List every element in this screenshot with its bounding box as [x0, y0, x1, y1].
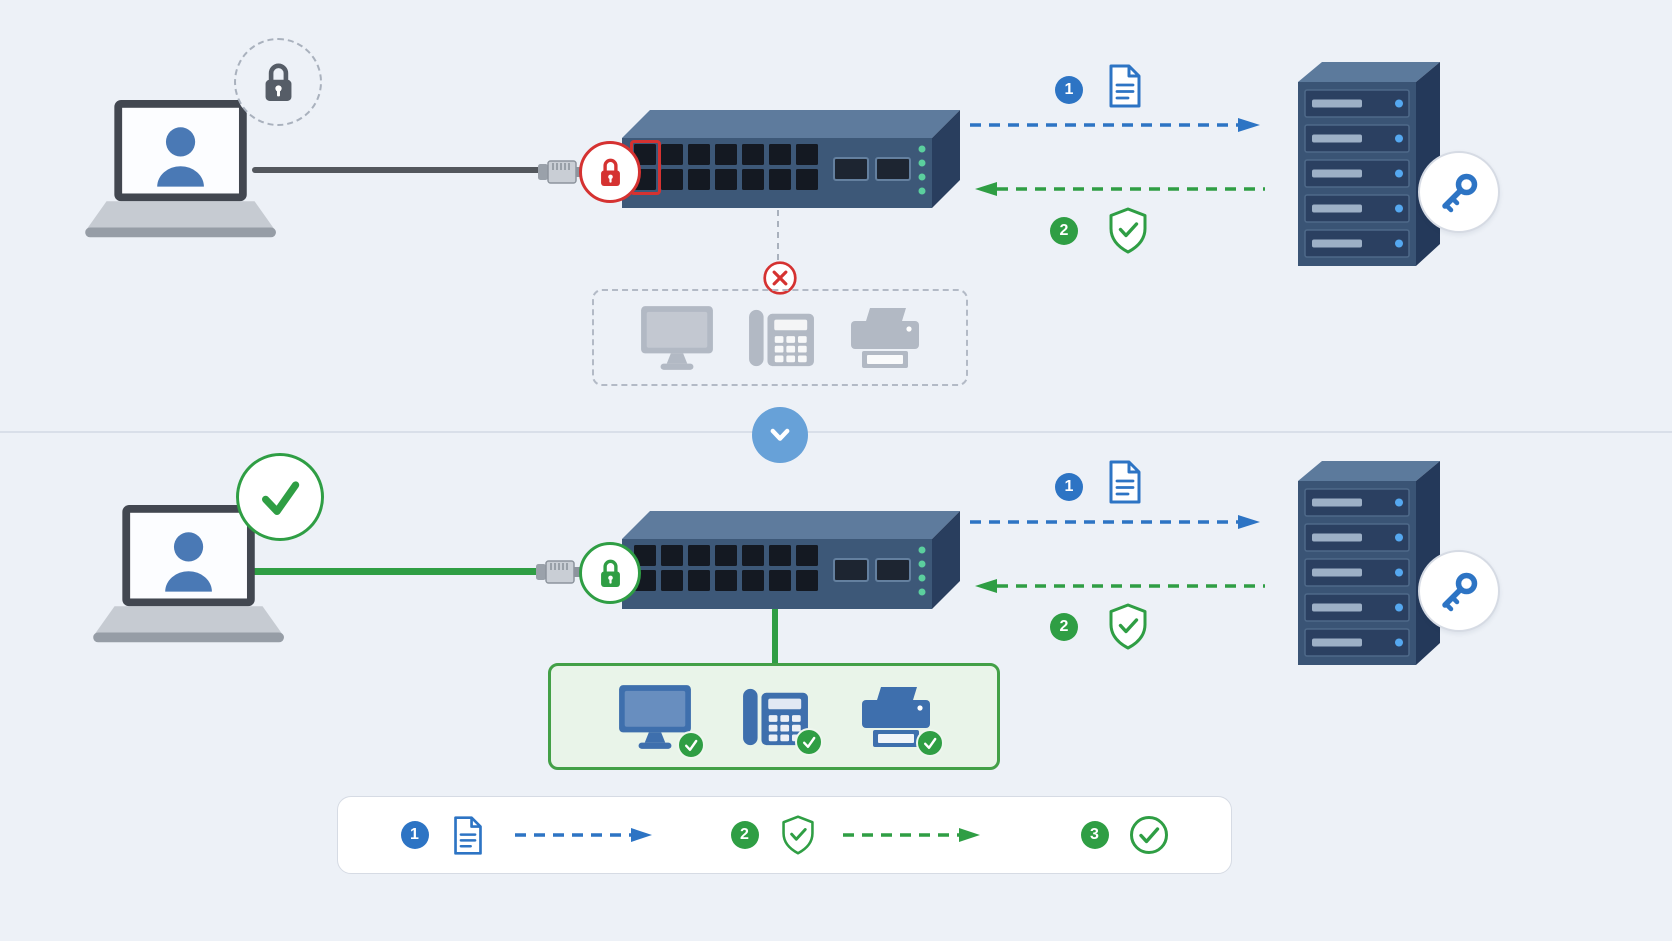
- allowed-ip-phone: [740, 686, 823, 756]
- check-icon: [801, 734, 817, 750]
- legend-step-2-badge: 2: [730, 821, 759, 849]
- device-check-badge: [795, 727, 823, 756]
- key-icon: [1435, 567, 1483, 615]
- credentials-document-icon: [1106, 63, 1144, 109]
- auth-response-arrow: [975, 182, 1265, 196]
- unauthenticated-lock-badge: [234, 38, 322, 126]
- legend-step-1-badge: 1: [400, 821, 429, 849]
- printer-icon: [848, 306, 922, 370]
- network-switch: [622, 108, 962, 208]
- port-unlocked-badge: [579, 542, 641, 604]
- shield-check-icon: [1108, 207, 1148, 254]
- ip-phone-icon: [746, 307, 818, 369]
- check-icon: [683, 737, 699, 753]
- authentication-server: [1290, 60, 1442, 266]
- allowed-printer: [859, 685, 944, 757]
- allowed-monitor: [616, 683, 705, 759]
- rj45-connector-icon: [536, 559, 582, 585]
- rj45-connector-icon: [538, 159, 584, 185]
- server-credentials-badge: [1418, 550, 1500, 632]
- lock-icon: [597, 157, 624, 188]
- credentials-document-icon: [1106, 459, 1144, 505]
- chevron-down-icon: [764, 419, 796, 451]
- scene-divider: [0, 431, 1672, 433]
- auth-request-arrow: [970, 515, 1260, 529]
- ethernet-cable-authenticated: [252, 568, 544, 575]
- step-1-badge: 1: [1055, 473, 1083, 501]
- lock-icon: [260, 61, 297, 104]
- switch-icon: [622, 108, 962, 208]
- client-laptop: [85, 100, 280, 248]
- port-locked-badge: [579, 141, 641, 203]
- monitor-icon: [638, 304, 716, 372]
- server-credentials-badge: [1418, 151, 1500, 233]
- auth-request-arrow: [970, 118, 1260, 132]
- allowed-devices-group: [548, 663, 1000, 770]
- step-2-badge: 2: [1050, 217, 1078, 245]
- lock-icon: [597, 558, 624, 589]
- shield-check-icon: [781, 815, 815, 855]
- check-icon: [256, 473, 304, 521]
- server-icon: [1290, 459, 1442, 665]
- server-icon: [1290, 60, 1442, 266]
- step-1-badge: 1: [1055, 76, 1083, 104]
- blocked-connection-line: [777, 210, 779, 260]
- key-icon: [1435, 168, 1483, 216]
- laptop-user-icon: [85, 100, 280, 248]
- authenticated-check-badge: [236, 453, 324, 541]
- network-switch: [622, 509, 962, 609]
- check-icon: [922, 735, 938, 751]
- device-check-badge: [676, 730, 705, 759]
- transition-chevron-badge: [752, 407, 808, 463]
- ethernet-cable-unauthenticated: [252, 167, 544, 173]
- step-2-badge: 2: [1050, 613, 1078, 641]
- legend-request-arrow: [514, 828, 652, 842]
- shield-check-icon: [1108, 603, 1148, 650]
- document-icon: [451, 815, 485, 856]
- allowed-connection-line: [772, 609, 778, 665]
- switch-icon: [622, 509, 962, 609]
- blocked-devices-group: [592, 289, 968, 386]
- auth-response-arrow: [975, 579, 1265, 593]
- check-circle-icon: [1129, 815, 1169, 855]
- authentication-server: [1290, 459, 1442, 665]
- process-legend: 1 2 3: [337, 796, 1232, 874]
- legend-response-arrow: [842, 828, 980, 842]
- legend-step-3-badge: 3: [1080, 821, 1109, 849]
- device-check-badge: [915, 728, 944, 757]
